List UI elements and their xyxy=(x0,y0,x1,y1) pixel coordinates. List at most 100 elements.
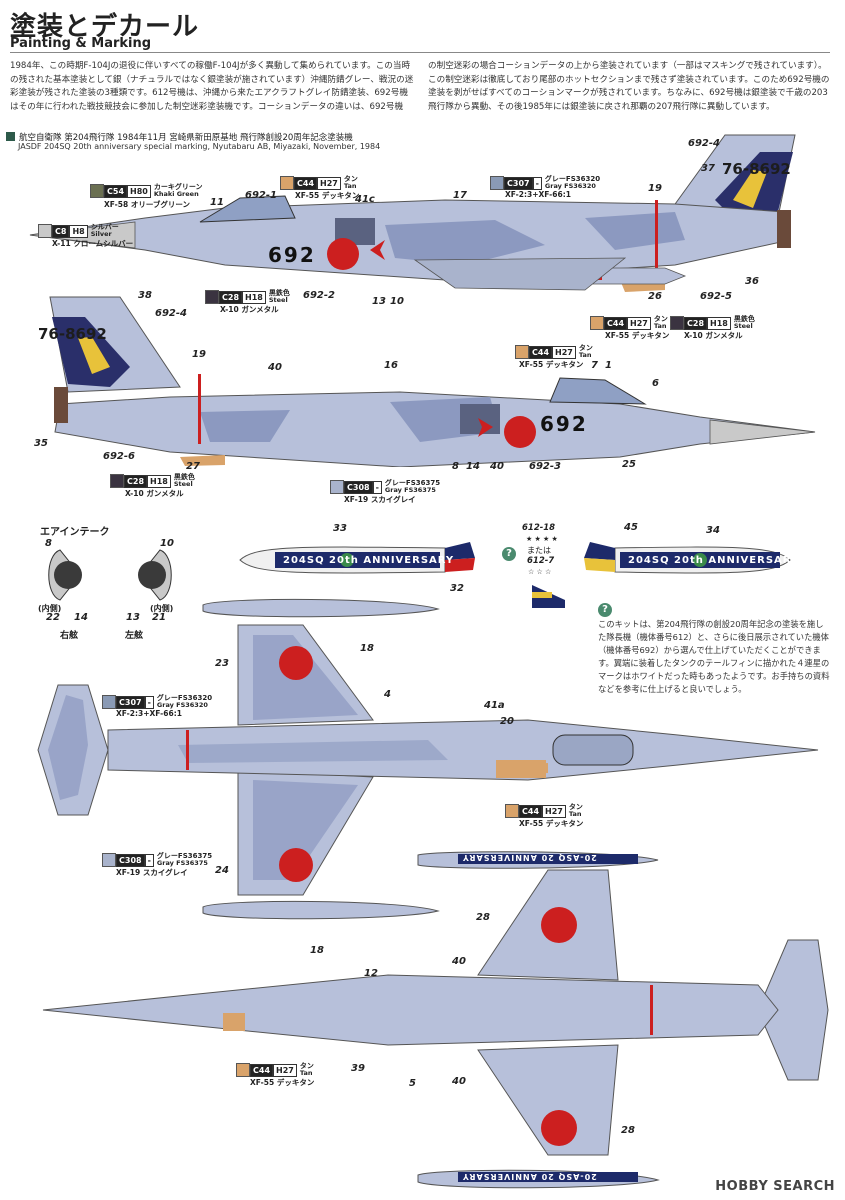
color-ref: XF-55 デッキタン xyxy=(295,191,360,200)
tank-text-bottom-lower: 20-ASQ 20 ANNIVERSARY xyxy=(462,1172,597,1181)
color-swatch xyxy=(330,480,344,494)
callout-number: 40 xyxy=(268,362,282,373)
color-swatch xyxy=(38,224,52,238)
color-ref: XF-55 デッキタン xyxy=(519,360,584,369)
color-ref: X-10 ガンメタル xyxy=(684,331,743,340)
callout-number: 33 xyxy=(333,523,347,534)
callout-number: 4 xyxy=(384,689,391,700)
subject-jp: 航空自衛隊 第204飛行隊 1984年11月 宮崎県新田原基地 飛行隊創設20周… xyxy=(6,131,353,143)
intake-label-left: 左舷 xyxy=(125,631,144,641)
tip-tank-left-decal xyxy=(239,542,475,574)
callout-number: 41a xyxy=(484,700,505,711)
callout-number: 12 xyxy=(364,968,378,979)
bullet-square-icon xyxy=(6,132,15,141)
callout-number: 38 xyxy=(138,290,152,301)
callout-number: 24 xyxy=(215,865,229,876)
callout-number: 18 xyxy=(310,945,324,956)
tank-text-left: 204SQ 20th ANNIVERSARY xyxy=(283,555,455,566)
callout-number: 41c xyxy=(355,194,375,205)
callout-number: 40 xyxy=(452,1076,466,1087)
tail-option-upper: 612-18 xyxy=(522,523,556,533)
side-view-left-profile xyxy=(29,134,796,292)
color-ref: XF-2:3+XF-66:1 xyxy=(116,709,182,718)
tail-option-or: または xyxy=(527,546,551,555)
color-ref: XF-58 オリーブグリーン xyxy=(104,200,191,209)
color-swatch xyxy=(280,176,294,190)
intake-number: 22 xyxy=(46,612,60,623)
color-ref: XF-19 スカイグレイ xyxy=(116,868,188,877)
color-swatch xyxy=(505,804,519,818)
color-swatch xyxy=(102,853,116,867)
callout-number: 692-6 xyxy=(103,451,135,462)
callout-number: 13 xyxy=(372,296,386,307)
tail-code-lower: 76-8692 xyxy=(38,325,107,343)
callout-number: 25 xyxy=(622,459,636,470)
color-swatch xyxy=(490,176,504,190)
callout-number: 692-3 xyxy=(529,461,561,472)
color-ref: X-10 ガンメタル xyxy=(220,305,279,314)
kit-note: このキットは、第204飛行隊の創設20周年記念の塗装を施した隊長機（機体番号61… xyxy=(598,619,830,694)
callout-number: 14 xyxy=(466,461,480,472)
intake-number: 14 xyxy=(74,612,88,623)
callout-number: 35 xyxy=(34,438,48,449)
callout-number: 692-4 xyxy=(688,138,720,149)
color-ref: XF-55 デッキタン xyxy=(605,331,670,340)
callout-number: 1 xyxy=(605,360,612,371)
color-ref: XF-55 デッキタン xyxy=(250,1078,315,1087)
page-title: 塗装とデカール xyxy=(10,12,200,42)
side-view-right-profile xyxy=(49,296,816,467)
callout-number: 34 xyxy=(706,525,720,536)
intro-text-left: 1984年、この時期F-104Jの退役に伴いすべての稼働F-104Jが多く異動し… xyxy=(10,61,414,112)
callout-number: 28 xyxy=(476,912,490,923)
intake-number: 13 xyxy=(126,612,140,623)
watermark: HOBBY SEARCH xyxy=(715,1179,835,1194)
callout-number: 10 xyxy=(390,296,404,307)
callout-number: 27 xyxy=(186,461,200,472)
nose-number-upper: 692 xyxy=(268,243,316,267)
color-swatch xyxy=(102,695,116,709)
callout-number: 18 xyxy=(360,643,374,654)
callout-number: 36 xyxy=(745,276,759,287)
callout-number: 17 xyxy=(453,190,467,201)
color-ref: XF-19 スカイグレイ xyxy=(344,495,416,504)
nose-number-lower: 692 xyxy=(540,412,588,436)
callout-number: 45 xyxy=(624,522,638,533)
tail-fin-option-icon xyxy=(532,585,565,608)
callout-number: 692-1 xyxy=(245,190,277,201)
color-swatch xyxy=(670,316,684,330)
callout-number: 11 xyxy=(210,197,224,208)
question-icon: ? xyxy=(598,597,612,617)
callout-number: 37 xyxy=(701,163,715,174)
callout-number: 39 xyxy=(351,1063,365,1074)
callout-number: 40 xyxy=(452,956,466,967)
intake-label-right: 右舷 xyxy=(60,631,79,641)
tail-option-stars-b: ☆ ☆ ☆ xyxy=(528,568,552,576)
color-swatch xyxy=(590,316,604,330)
intro-text-right: の制空迷彩の場合コーションデータの上から塗装されています（一部はマスキングで残さ… xyxy=(428,61,830,112)
intake-number: 21 xyxy=(152,612,166,623)
color-swatch xyxy=(236,1063,250,1077)
intake-title: エアインテーク xyxy=(40,527,110,538)
color-swatch xyxy=(90,184,104,198)
color-ref: X-10 ガンメタル xyxy=(125,489,184,498)
tip-tank-right-decal xyxy=(584,542,791,574)
callout-number: 8 xyxy=(452,461,459,472)
intake-inner-left: (内側) xyxy=(150,604,174,613)
intake-inner-right: (内側) xyxy=(38,604,62,613)
color-ref: XF-2:3+XF-66:1 xyxy=(505,190,571,199)
tank-text-bottom-upper: 20-ASQ 20 ANNIVERSARY xyxy=(462,853,597,862)
question-icon: ? xyxy=(502,541,516,561)
callout-number: 23 xyxy=(215,658,229,669)
color-swatch xyxy=(110,474,124,488)
callout-number: 6 xyxy=(652,378,659,389)
callout-number: 692-2 xyxy=(303,290,335,301)
